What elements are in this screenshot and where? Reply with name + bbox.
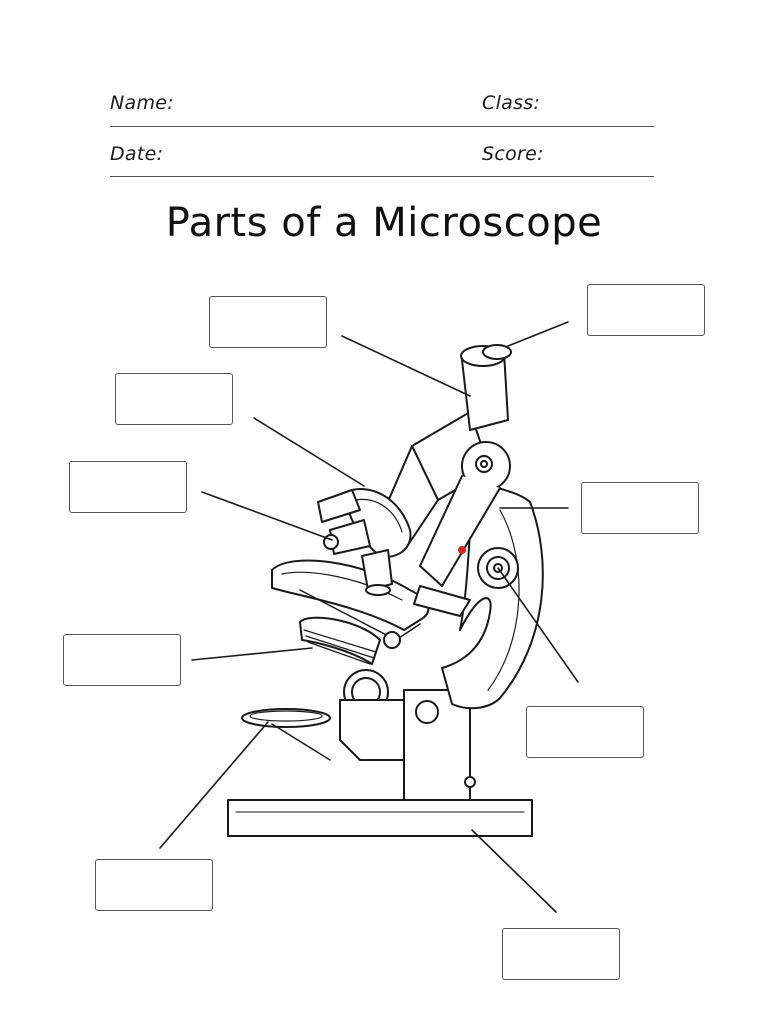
- leader-mirror: [159, 721, 269, 849]
- answer-box-mirror[interactable]: [95, 859, 213, 911]
- substage-bracket: [339, 699, 405, 761]
- arm-link: [419, 475, 501, 587]
- mirror: [241, 708, 331, 761]
- answer-box-revolving-nosepiece[interactable]: [115, 373, 233, 425]
- leader-eyepiece-tube: [341, 335, 471, 397]
- leader-lines: [159, 321, 579, 913]
- answer-box-diaphragm[interactable]: [63, 634, 181, 686]
- answer-box-focus-knob[interactable]: [526, 706, 644, 758]
- eyepiece-tube: [460, 344, 512, 431]
- leader-focus-knob: [497, 567, 579, 683]
- leader-diaphragm: [191, 647, 313, 661]
- answer-box-eyepiece[interactable]: [587, 284, 705, 336]
- leader-eyepiece: [507, 321, 569, 347]
- diaphragm: [299, 616, 381, 665]
- pillar-pivot: [415, 700, 439, 724]
- worksheet-title: Parts of a Microscope: [165, 200, 603, 246]
- class-label: Class:: [482, 92, 541, 114]
- leader-objective: [201, 491, 333, 541]
- base: [227, 799, 533, 837]
- answer-box-arm[interactable]: [581, 482, 699, 534]
- leader-base: [471, 829, 557, 913]
- date-label: Date:: [110, 143, 164, 165]
- answer-box-objective-lens[interactable]: [69, 461, 187, 513]
- red-marker: [458, 546, 466, 554]
- score-label: Score:: [482, 143, 544, 165]
- objective-lenses: [317, 489, 393, 596]
- name-label: Name:: [110, 92, 174, 114]
- leader-nosepiece: [253, 417, 365, 487]
- pillar-screw: [464, 776, 476, 788]
- name-class-line: [110, 126, 654, 127]
- answer-box-base[interactable]: [502, 928, 620, 980]
- stage-clip: [413, 585, 471, 617]
- answer-box-eyepiece-tube[interactable]: [209, 296, 327, 348]
- date-score-line: [110, 176, 654, 177]
